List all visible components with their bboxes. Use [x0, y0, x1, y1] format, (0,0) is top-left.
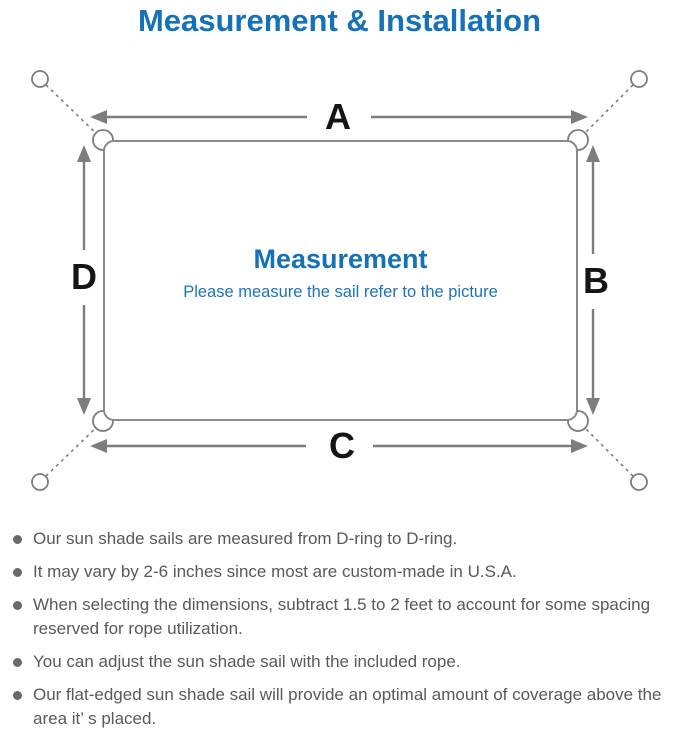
rope-line-bottom-left — [45, 423, 101, 477]
list-item: Our flat-edged sun shade sail will provi… — [13, 683, 673, 731]
sail-outline — [103, 140, 578, 421]
tension-rope-lines — [45, 84, 634, 477]
arrow-c-left-head — [90, 439, 107, 453]
notes-list: Our sun shade sails are measured from D-… — [13, 527, 673, 731]
measurement-arrows — [77, 110, 600, 453]
bullet-dot-icon — [13, 568, 22, 577]
list-item: Our sun shade sails are measured from D-… — [13, 527, 673, 551]
anchor-point-icon — [31, 473, 49, 491]
bullet-dot-icon — [13, 535, 22, 544]
arrow-b-down-head — [586, 398, 600, 415]
dimension-label-b: B — [583, 260, 609, 301]
list-item: It may vary by 2-6 inches since most are… — [13, 560, 673, 584]
arrow-a-right-head — [571, 110, 588, 124]
anchor-points — [31, 70, 648, 491]
arrow-d-up-head — [77, 145, 91, 162]
arrow-d-down-head — [77, 398, 91, 415]
dimension-label-d: D — [71, 256, 97, 297]
note-text: You can adjust the sun shade sail with t… — [33, 652, 461, 671]
dimension-label-a: A — [325, 96, 351, 137]
list-item: When selecting the dimensions, subtract … — [13, 593, 673, 641]
note-text: When selecting the dimensions, subtract … — [33, 595, 651, 638]
note-text: It may vary by 2-6 inches since most are… — [33, 562, 517, 581]
rope-line-top-left — [45, 84, 101, 138]
anchor-point-icon — [31, 70, 49, 88]
arrow-a-left-head — [90, 110, 107, 124]
anchor-point-icon — [630, 70, 648, 88]
list-item: You can adjust the sun shade sail with t… — [13, 650, 673, 674]
bullet-dot-icon — [13, 601, 22, 610]
bullet-dot-icon — [13, 658, 22, 667]
diagram-center-title: Measurement — [253, 244, 428, 274]
note-text: Our flat-edged sun shade sail will provi… — [33, 685, 662, 728]
measurement-diagram: A B C D Measurement Please measure the s… — [0, 60, 679, 520]
rope-line-top-right — [580, 84, 634, 138]
installation-notes: Our sun shade sails are measured from D-… — [13, 527, 673, 739]
page-title: Measurement & Installation — [137, 3, 542, 38]
bullet-dot-icon — [13, 691, 22, 700]
rope-line-bottom-right — [580, 423, 634, 477]
diagram-center-text: Measurement Please measure the sail refe… — [104, 244, 577, 302]
note-text: Our sun shade sails are measured from D-… — [33, 529, 458, 548]
diagram-center-subtitle: Please measure the sail refer to the pic… — [183, 283, 498, 301]
arrow-b-up-head — [586, 145, 600, 162]
dimension-label-c: C — [329, 425, 355, 466]
arrow-c-right-head — [571, 439, 588, 453]
sail-diagram-graphic — [31, 70, 648, 491]
anchor-point-icon — [630, 473, 648, 491]
